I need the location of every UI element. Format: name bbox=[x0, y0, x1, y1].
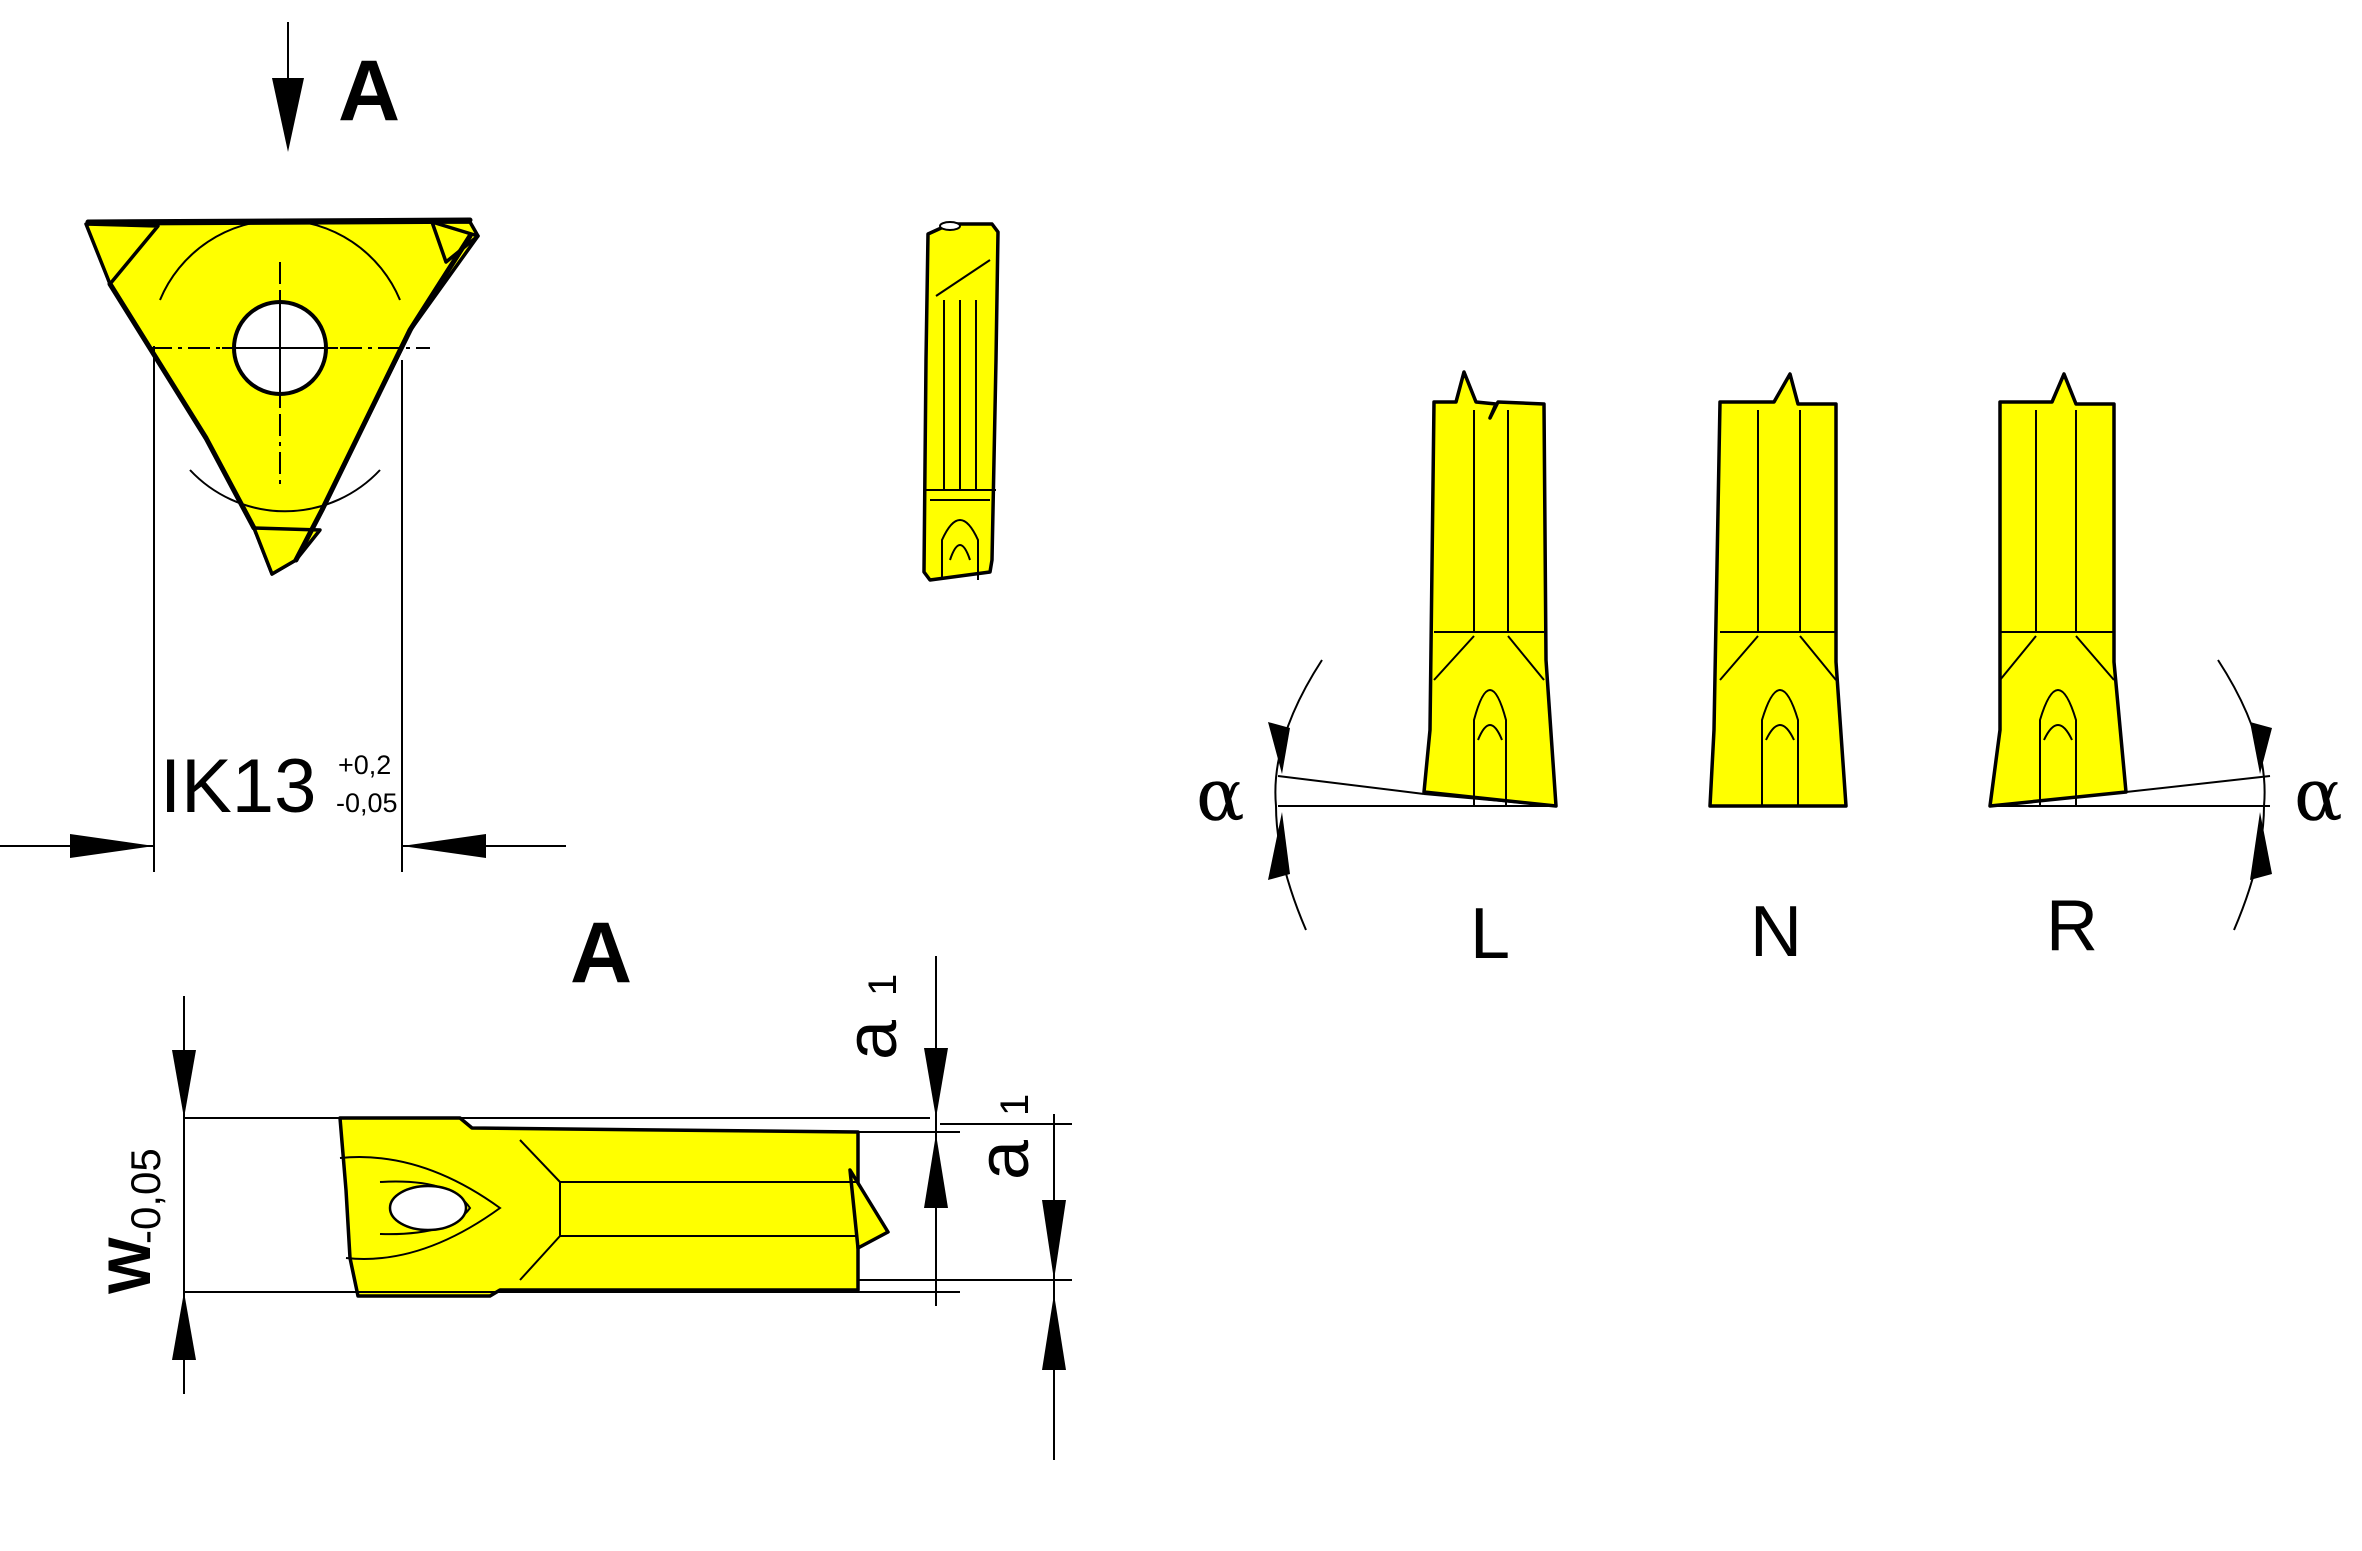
angle-arc-left bbox=[1274, 659, 1323, 931]
ik-upper-tolerance: +0,2 bbox=[338, 750, 391, 780]
w-tolerance-label: -0,05 bbox=[122, 1148, 169, 1244]
angle-arc-right bbox=[2217, 659, 2266, 931]
dimension-arrow-left bbox=[70, 834, 154, 858]
inscribed-circle-arc-top bbox=[159, 219, 401, 301]
dimension-w: W -0,05 bbox=[96, 996, 960, 1394]
angle-alpha-left: α bbox=[1196, 659, 1556, 931]
view-arrow-head bbox=[272, 78, 304, 152]
variant-label-n: N bbox=[1750, 892, 1802, 972]
section-label: A bbox=[570, 905, 632, 1001]
view-arrow-a: A bbox=[272, 22, 400, 152]
alpha-symbol-right: α bbox=[2294, 753, 2343, 837]
corner-tooth-left bbox=[84, 222, 160, 286]
variant-l bbox=[1422, 370, 1558, 808]
section-a-view bbox=[338, 1116, 890, 1298]
dimension-ik13: IK13 +0,2 -0,05 bbox=[0, 346, 566, 872]
section-insert-body bbox=[338, 1116, 860, 1298]
section-tooth-tip bbox=[848, 1168, 890, 1250]
dimension-a1: a 1 a 1 bbox=[832, 956, 1072, 1460]
ik-main-label: IK13 bbox=[160, 744, 316, 829]
triangle-insert-top-view bbox=[84, 217, 480, 576]
variant-n bbox=[1708, 372, 1848, 808]
variant-n-body bbox=[1708, 372, 1848, 808]
alpha-symbol-left: α bbox=[1196, 753, 1245, 837]
inscribed-circle-arc-bottom bbox=[189, 469, 381, 513]
angle-alpha-right: α bbox=[1990, 659, 2343, 931]
variant-r bbox=[1988, 372, 2128, 808]
a1-bottom-subscript: 1 bbox=[993, 1094, 1037, 1116]
dimension-arrow-right bbox=[402, 834, 486, 858]
triangle-insert-body bbox=[86, 220, 480, 576]
insert-side-view bbox=[922, 221, 1000, 582]
w-main-label: W bbox=[96, 1237, 163, 1294]
variant-r-body bbox=[1988, 372, 2128, 808]
variant-label-r: R bbox=[2046, 886, 2098, 966]
variant-l-body bbox=[1422, 370, 1558, 808]
view-label: A bbox=[338, 43, 400, 139]
a1-top-main: a bbox=[832, 1019, 912, 1060]
ik-lower-tolerance: -0,05 bbox=[336, 788, 398, 818]
variant-label-l: L bbox=[1470, 894, 1510, 974]
a1-bottom-main: a bbox=[964, 1139, 1044, 1180]
a1-top-subscript: 1 bbox=[861, 974, 905, 996]
